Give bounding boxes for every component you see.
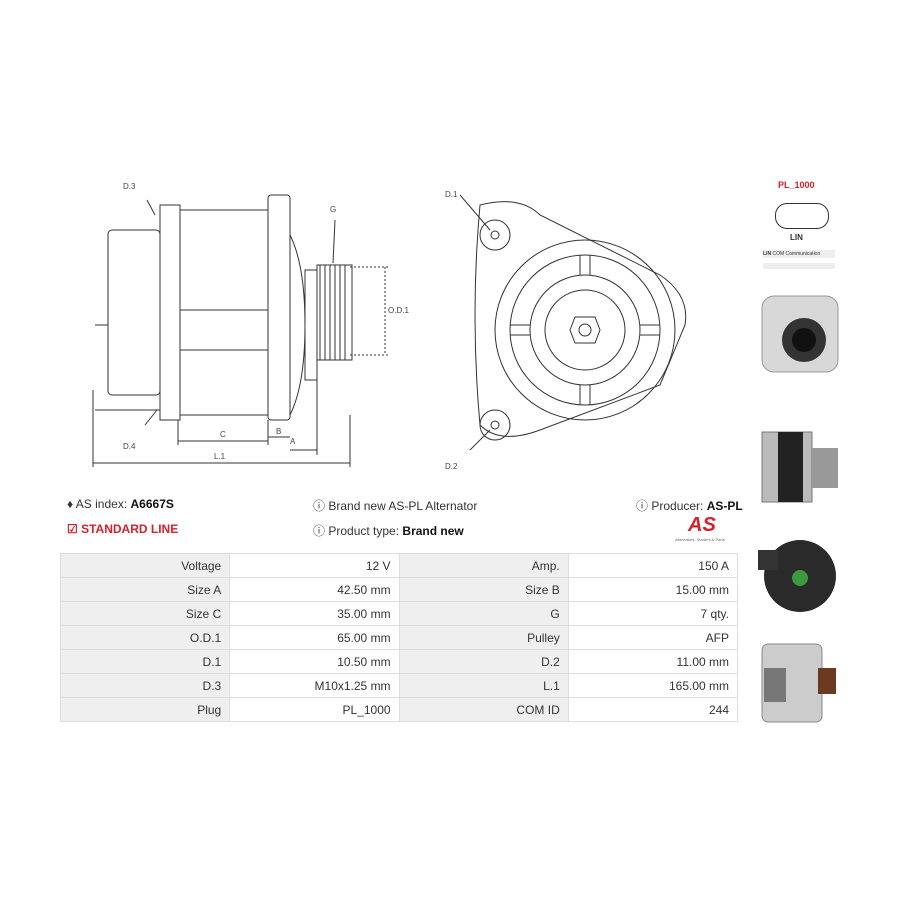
spec-label: Plug (59, 697, 231, 722)
producer-label: Producer: (651, 499, 704, 513)
spec-value: 150 A (567, 553, 739, 578)
spec-value: M10x1.25 mm (229, 673, 400, 698)
spec-value: 244 (567, 697, 739, 722)
spec-label: D.2 (398, 649, 569, 674)
front-view-drawing (460, 194, 687, 450)
spec-value: 165.00 mm (567, 673, 739, 698)
label-d2: D.2 (445, 462, 458, 471)
legend-key: LIN (763, 251, 772, 257)
product-line-label: STANDARD LINE (81, 522, 179, 536)
checkbox-icon: ☑ (67, 522, 78, 536)
product-photo-rear (758, 540, 836, 612)
label-od1: O.D.1 (388, 306, 409, 315)
description-text: Brand new AS-PL Alternator (328, 499, 478, 513)
product-photo-side (761, 431, 838, 503)
info-icon: ⓘ (313, 524, 326, 538)
product-type: ⓘ Product type: Brand new (313, 522, 464, 539)
spec-label: D.3 (59, 673, 231, 698)
side-view-drawing (92, 194, 390, 467)
logo-tagline: Alternators, Starters & Parts (675, 537, 725, 542)
spec-label: Amp. (398, 553, 569, 578)
spec-value: 11.00 mm (567, 649, 739, 674)
spec-value: 7 qty. (567, 601, 739, 626)
as-index-value: A6667S (130, 497, 174, 511)
spec-value: PL_1000 (229, 697, 400, 722)
spec-value: 35.00 mm (229, 601, 400, 626)
as-index: ♦ AS index: A6667S (67, 497, 174, 511)
spec-value: 65.00 mm (229, 625, 400, 650)
label-b: B (276, 427, 282, 436)
product-photo-angle (761, 643, 836, 723)
as-index-label: AS index: (75, 497, 128, 511)
spec-value: 15.00 mm (567, 577, 739, 602)
label-a: A (290, 437, 296, 446)
plug-name: PL_1000 (778, 180, 815, 190)
producer-value: AS-PL (706, 499, 743, 513)
plug-pin: LIN (790, 233, 803, 242)
spec-label: Pulley (398, 625, 569, 650)
spec-value: AFP (567, 625, 739, 650)
as-logo: AS (688, 514, 716, 536)
spec-label: Size A (59, 577, 231, 602)
plug-legend-empty (763, 263, 835, 269)
spec-label: G (398, 601, 569, 626)
label-d3: D.3 (123, 182, 136, 191)
spec-label: D.1 (59, 649, 231, 674)
info-icon: ⓘ (313, 499, 326, 513)
label-g: G (330, 205, 337, 214)
product-line: ☑ STANDARD LINE (67, 522, 178, 536)
product-type-value: Brand new (402, 524, 464, 538)
spec-value: 12 V (229, 553, 400, 578)
label-d1: D.1 (445, 190, 458, 199)
spec-value: 42.50 mm (229, 577, 400, 602)
product-type-label: Product type: (328, 524, 400, 538)
label-d4: D.4 (123, 442, 136, 451)
spec-label: Voltage (59, 553, 231, 578)
spec-label: L.1 (398, 673, 569, 698)
spec-label: Size C (59, 601, 231, 626)
legend-value: COM Communication (772, 251, 821, 257)
plug-legend: LIN COM Communication (763, 250, 835, 258)
tags-icon: ♦ (67, 497, 74, 511)
spec-value: 10.50 mm (229, 649, 400, 674)
label-l1: L.1 (214, 452, 226, 461)
product-photo-front (761, 295, 839, 373)
spec-label: O.D.1 (59, 625, 231, 650)
spec-label: COM ID (398, 697, 569, 722)
info-icon: ⓘ (636, 499, 649, 513)
description: ⓘ Brand new AS-PL Alternator (313, 497, 477, 514)
plug-connector-icon (775, 203, 829, 229)
producer: ⓘ Producer: AS-PL (636, 497, 743, 514)
label-c: C (220, 430, 226, 439)
spec-label: Size B (398, 577, 569, 602)
